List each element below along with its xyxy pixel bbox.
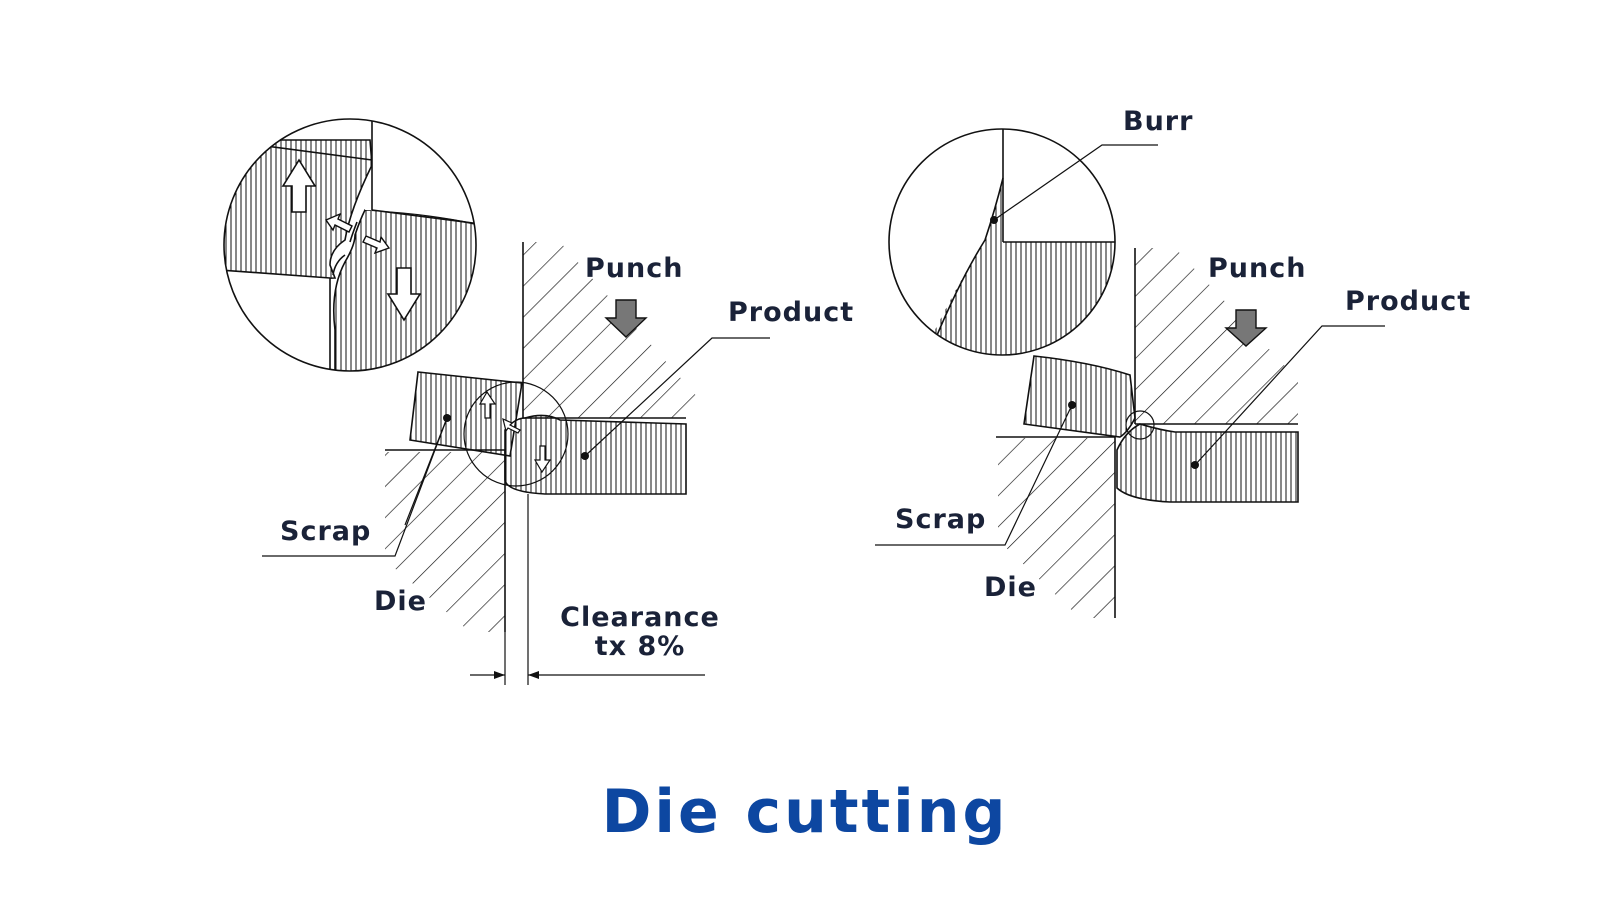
left-clearance-value: tx 8% [595, 631, 686, 662]
left-down-arrow-icon [386, 267, 422, 322]
right-scrap [1023, 355, 1136, 438]
right-die-label: Die [984, 572, 1037, 603]
left-detail-circle [463, 381, 569, 487]
left-magnified-view [223, 118, 477, 372]
left-die-leader [404, 417, 448, 526]
page-title: Die cutting [602, 777, 1009, 847]
right-scrap-leader [875, 404, 1073, 546]
right-punch [1134, 248, 1298, 425]
right-product-label: Product [1345, 286, 1471, 317]
right-die [996, 436, 1116, 618]
left-die-label: Die [374, 586, 427, 617]
left-diag-arrow-b-icon [362, 235, 391, 255]
left-product [504, 414, 687, 495]
left-product-leader [584, 337, 770, 457]
right-punch-arrow-icon [1224, 309, 1268, 347]
left-punch-arrow-icon [604, 299, 648, 338]
right-detail-circle [1125, 410, 1155, 440]
left-clearance-label: Clearance [560, 602, 720, 633]
left-product-label: Product [728, 297, 854, 328]
left-diag-arrow-a-icon [324, 212, 353, 233]
right-scrap-label: Scrap [895, 504, 986, 535]
right-die-cutting-diagram: Burr Punch Product Scrap Die [875, 106, 1471, 618]
right-magnified-view [888, 128, 1116, 356]
left-punch-label: Punch [585, 253, 683, 284]
left-up-arrow-icon [281, 158, 317, 213]
right-punch-label: Punch [1208, 253, 1306, 284]
left-clearance-dimension [470, 494, 705, 685]
left-scrap-label: Scrap [280, 516, 371, 547]
left-die-cutting-diagram: Punch Product Scrap Die Clearance tx 8% [223, 118, 854, 685]
right-burr-leader [993, 144, 1158, 221]
left-small-arrows [478, 390, 552, 474]
right-product [1116, 423, 1299, 503]
right-burr-label: Burr [1123, 106, 1193, 137]
right-product-leader [1194, 325, 1385, 466]
left-scrap-leader [262, 417, 448, 557]
